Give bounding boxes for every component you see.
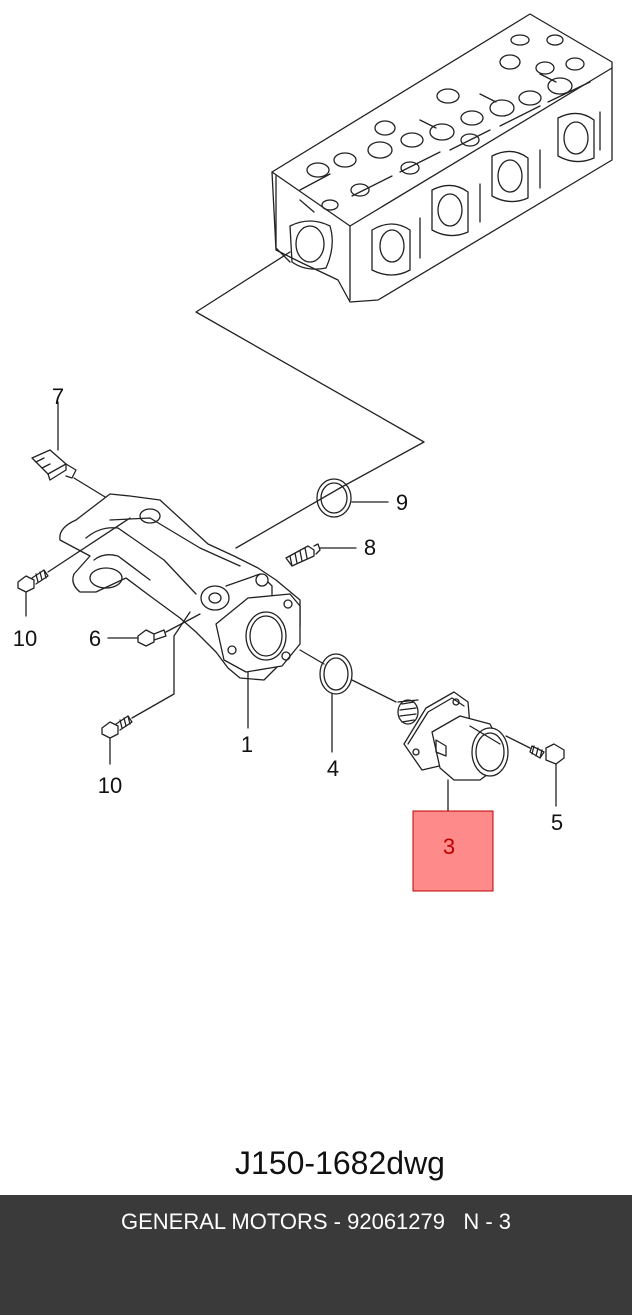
callout-6: 6 bbox=[89, 626, 101, 651]
bolt-5 bbox=[505, 735, 565, 807]
o-ring-gasket-4 bbox=[299, 649, 397, 753]
highlight-box-part-3 bbox=[412, 810, 494, 892]
footer-bar: GENERAL MOTORS - 92061279 N - 3 bbox=[0, 1195, 632, 1315]
footer-part-info: GENERAL MOTORS - 92061279 N - 3 bbox=[120, 1209, 512, 1234]
callout-4: 4 bbox=[327, 756, 339, 781]
exploded-parts-diagram: 7 9 8 10 6 1 4 10 5 3 J150-1682dwg bbox=[13, 13, 613, 1181]
thermostat-housing-drawing bbox=[403, 691, 509, 827]
callout-3: 3 bbox=[443, 834, 455, 859]
bolt-10-upper bbox=[17, 517, 131, 617]
temperature-sensor-drawing bbox=[31, 401, 111, 501]
stud-bolt-8 bbox=[285, 543, 357, 567]
drawing-code: J150-1682dwg bbox=[235, 1145, 445, 1181]
callout-7: 7 bbox=[52, 384, 64, 409]
bolt-10-lower bbox=[101, 611, 191, 765]
coolant-housing-drawing bbox=[59, 487, 341, 729]
thermostat-drawing bbox=[397, 699, 419, 725]
o-ring-gasket-9 bbox=[316, 478, 389, 518]
callout-10-lower: 10 bbox=[98, 773, 122, 798]
callout-5: 5 bbox=[551, 810, 563, 835]
callout-1: 1 bbox=[241, 732, 253, 757]
callout-8: 8 bbox=[364, 535, 376, 560]
callout-9: 9 bbox=[396, 490, 408, 515]
cylinder-head-drawing bbox=[195, 13, 613, 489]
callout-10-upper: 10 bbox=[13, 626, 37, 651]
